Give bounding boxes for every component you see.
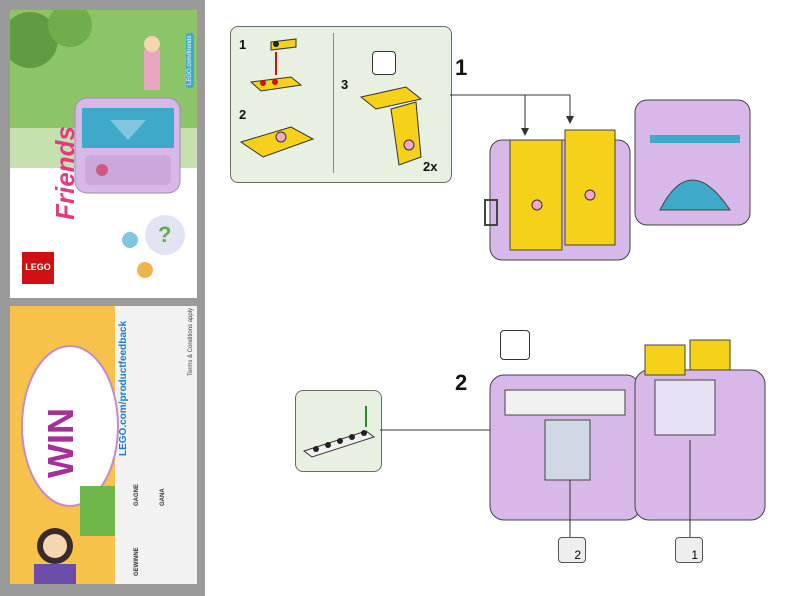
multiplier-2x: 2x [423, 159, 438, 174]
gewinne-label: GEWINNE [134, 547, 140, 576]
part-callout-2: 2 [558, 537, 586, 563]
svg-text:?: ? [158, 222, 171, 247]
substep-3-number: 3 [341, 77, 349, 92]
feedback-url: LEGO.com/productfeedback [118, 320, 129, 456]
step1-parts-callout: 1 2 3 2x [230, 26, 452, 183]
gagne-label: GAGNE [134, 483, 140, 506]
step-2-number: 2 [455, 370, 468, 395]
gana-label: GANA [160, 488, 166, 506]
callout-divider [333, 33, 334, 173]
left-panel: ? LEGO Friends 41670 6326506 LEGO.com/fr… [0, 0, 205, 596]
step2-parts-callout [295, 390, 382, 472]
substep-1-number: 1 [239, 37, 247, 52]
part-callout-1: 1 [675, 537, 703, 563]
product-code: 6326506 [188, 264, 195, 292]
cover-illustration: ? [10, 10, 197, 298]
step1-model [450, 94, 751, 261]
win-headline: WIN [40, 408, 81, 478]
step2-model [380, 339, 766, 540]
friends-badge: LEGO.com/friends [186, 32, 194, 88]
rotate-model-icon [500, 330, 530, 360]
promo-illustration [10, 306, 197, 584]
step1-part-drawings [239, 38, 423, 166]
lego-logo-text: LEGO [25, 262, 51, 272]
friends-logo: Friends [50, 126, 80, 220]
cover-panel: ? LEGO Friends 41670 6326506 LEGO.com/fr… [10, 10, 197, 298]
step-1-number: 1 [455, 55, 468, 80]
substep-2-number: 2 [239, 107, 247, 122]
instructions-panel: 1 2 3 2x 1 [205, 0, 800, 596]
rotate-icon [372, 51, 396, 75]
promo-panel: WIN LEGO.com/productfeedback Terms & Con… [10, 306, 197, 584]
set-number: 41670 [85, 265, 97, 296]
terms-text: Terms & Conditions apply [188, 307, 194, 376]
